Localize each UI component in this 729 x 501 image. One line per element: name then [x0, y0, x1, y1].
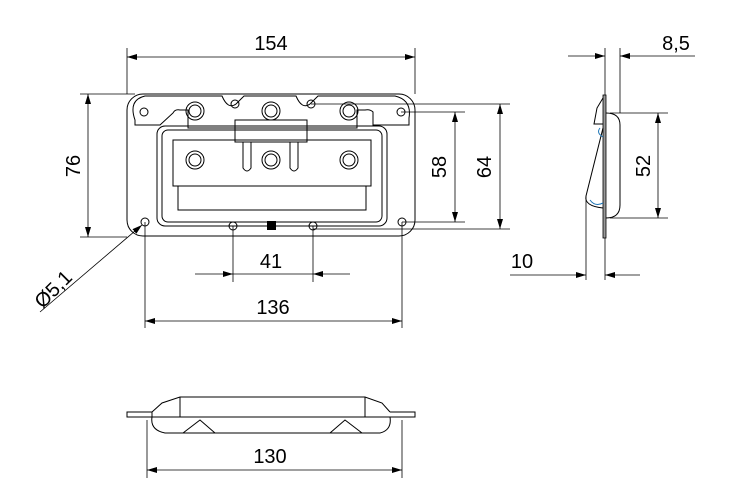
dim-76: 76	[63, 155, 85, 177]
bottom-view	[126, 396, 416, 434]
dim-8-5: 8,5	[662, 33, 690, 55]
side-view	[585, 94, 621, 239]
dim-10: 10	[511, 251, 533, 273]
dim-136: 136	[256, 297, 289, 319]
dim-64: 64	[474, 156, 496, 178]
dim-130: 130	[253, 446, 286, 468]
front-view	[126, 93, 416, 237]
dim-41: 41	[260, 251, 282, 273]
logo-mark	[267, 221, 276, 230]
side-dimensions: 8,5 52 10	[510, 33, 695, 280]
front-dimensions: 154 76 58 64 41 136 Ø5,1	[31, 33, 510, 328]
dim-52: 52	[633, 155, 655, 177]
dim-58: 58	[429, 156, 451, 178]
dim-hole-diameter: Ø5,1	[31, 267, 77, 313]
bottom-dimensions: 130	[146, 420, 403, 478]
dim-154: 154	[254, 33, 287, 55]
